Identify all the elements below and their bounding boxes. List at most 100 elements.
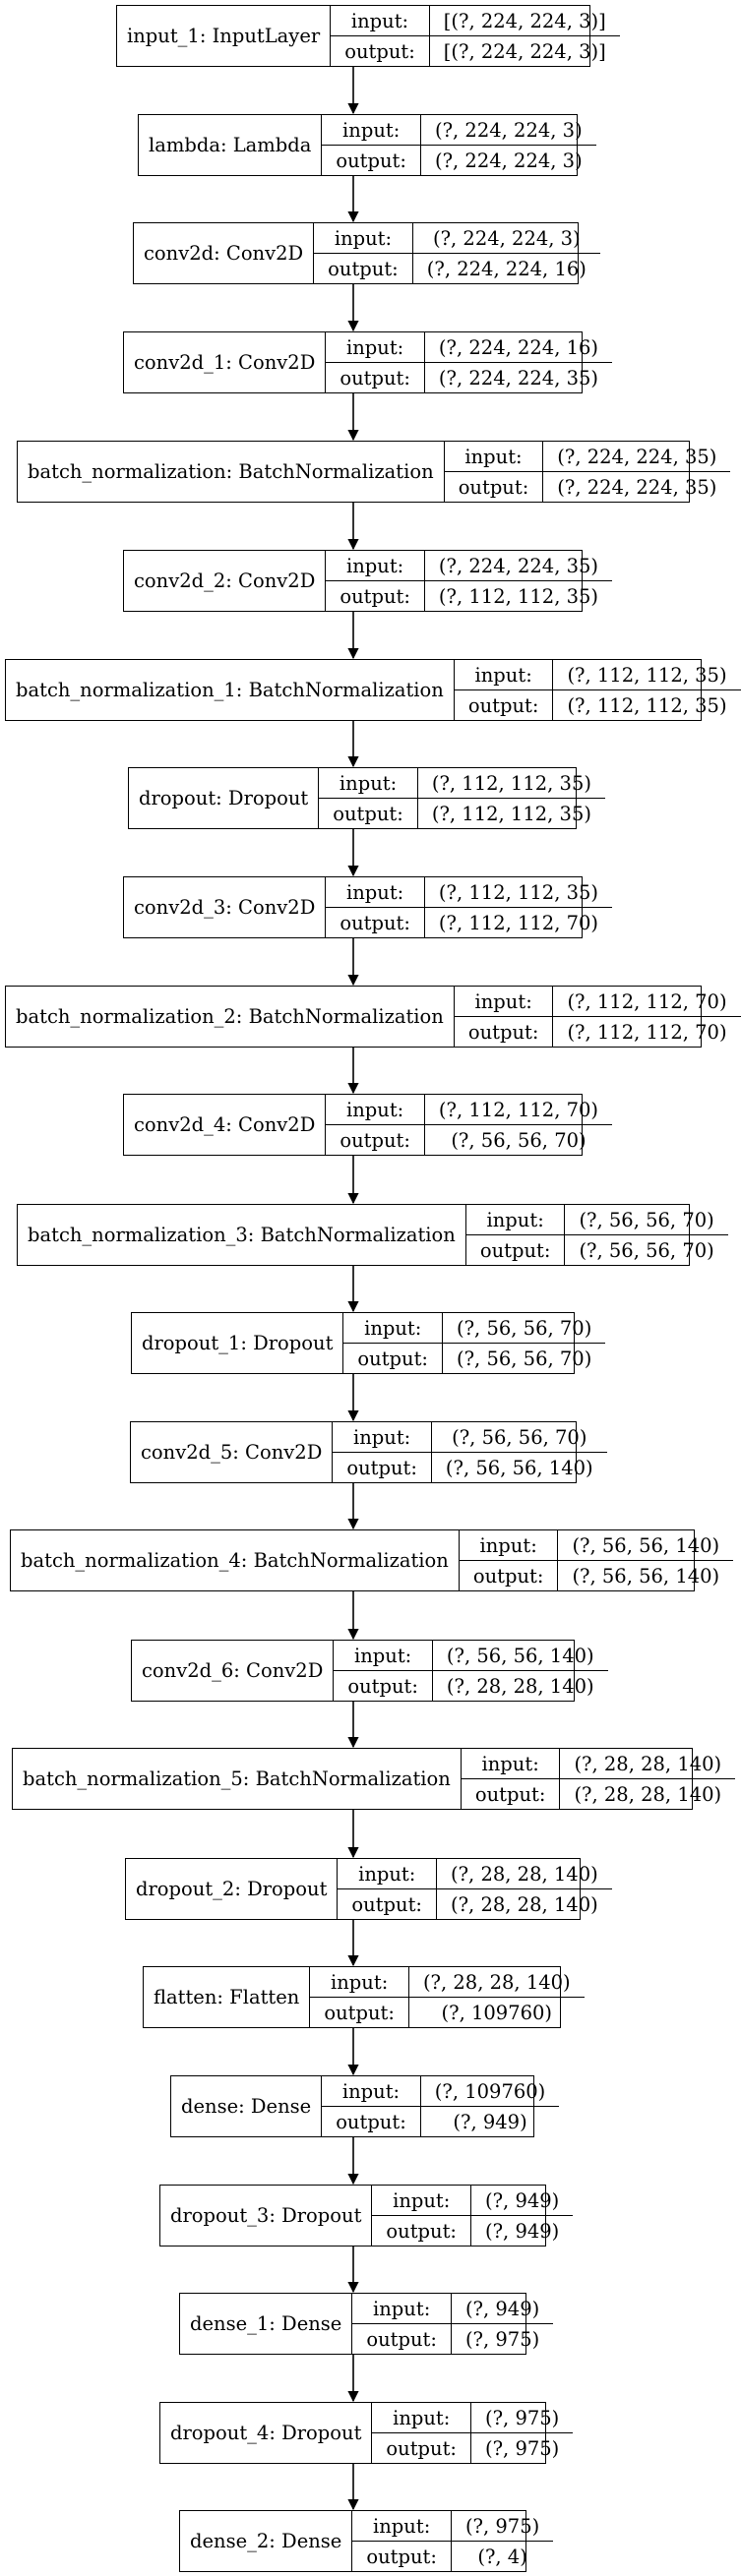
- layer-name: conv2d_4: Conv2D: [124, 1095, 327, 1155]
- shape-values: (?, 949)(?, 949): [471, 2186, 574, 2246]
- shape-values: (?, 112, 112, 35)(?, 112, 112, 70): [424, 877, 613, 937]
- shape-values: (?, 224, 224, 35) (?, 224, 224, 35): [543, 442, 731, 502]
- input-shape: (?, 28, 28, 140): [408, 1967, 585, 1998]
- shape-values: (?, 224, 224, 16)(?, 224, 224, 35): [424, 332, 613, 392]
- input-label: input:: [322, 115, 420, 146]
- output-label: output:: [366, 2327, 437, 2351]
- output-shape: (?, 224, 224, 35): [438, 366, 599, 389]
- output-shape: (?, 56, 56, 70): [457, 1347, 592, 1370]
- output-label: output:: [467, 1020, 539, 1044]
- output-shape: (?, 56, 56, 140): [572, 1564, 720, 1588]
- input-shape: (?, 56, 56, 140): [432, 1641, 608, 1671]
- port-labels: input:output:: [372, 2403, 471, 2463]
- output-shape: (?, 112, 112, 35): [567, 693, 727, 717]
- output-shape: (?, 975): [464, 2327, 540, 2351]
- output-shape: (?, 975): [485, 2436, 560, 2460]
- input-shape: [(?, 224, 224, 3)]: [429, 6, 620, 36]
- input-label: input:: [372, 2403, 470, 2433]
- input-label: input:: [334, 1641, 432, 1671]
- port-labels: input: output:: [322, 115, 421, 175]
- layer-name: dense_2: Dense: [180, 2511, 353, 2571]
- output-label: output:: [340, 1128, 410, 1152]
- output-shape: (?, 949): [485, 2219, 560, 2243]
- layer-name: conv2d_3: Conv2D: [124, 877, 327, 937]
- output-shape: (?, 28, 28, 140): [451, 1892, 598, 1916]
- port-labels: input:output:: [319, 768, 418, 828]
- layer-node: batch_normalization_4: BatchNormalizatio…: [10, 1529, 734, 1591]
- layer-node: batch_normalization_5: BatchNormalizatio…: [12, 1748, 736, 1810]
- input-shape: (?, 224, 224, 3): [420, 115, 596, 146]
- shape-values: (?, 224, 224, 3)(?, 224, 224, 3): [420, 115, 596, 175]
- input-shape: (?, 28, 28, 140): [560, 1749, 736, 1779]
- layer-name: conv2d_1: Conv2D: [124, 332, 327, 392]
- output-shape: (?, 112, 112, 35): [438, 584, 599, 608]
- output-label: output:: [328, 257, 399, 280]
- shape-values: (?, 28, 28, 140)(?, 28, 28, 140): [437, 1859, 612, 1919]
- output-label: output:: [366, 2545, 437, 2568]
- port-labels: input:output:: [459, 1530, 559, 1590]
- input-label: input:: [352, 2294, 451, 2324]
- shape-values: (?, 112, 112, 70)(?, 56, 56, 70): [424, 1095, 613, 1155]
- output-shape: (?, 112, 112, 70): [567, 1020, 727, 1044]
- input-label: input:: [326, 877, 424, 908]
- input-label: input:: [465, 1205, 565, 1235]
- input-shape: (?, 224, 224, 35): [543, 442, 731, 472]
- input-shape: (?, 56, 56, 140): [558, 1530, 734, 1561]
- input-shape: (?, 56, 56, 70): [443, 1313, 606, 1344]
- shape-values: (?, 56, 56, 140)(?, 28, 28, 140): [432, 1641, 608, 1701]
- input-shape: (?, 56, 56, 70): [431, 1422, 607, 1453]
- output-label: output:: [336, 2110, 406, 2133]
- output-shape: (?, 949): [453, 2110, 527, 2133]
- port-labels: input: output:: [352, 2294, 452, 2354]
- port-labels: input:output:: [343, 1313, 443, 1373]
- input-label: input:: [372, 2186, 470, 2216]
- layer-node: batch_normalization_3: BatchNormalizatio…: [17, 1204, 728, 1266]
- output-label: output:: [472, 1564, 544, 1588]
- shape-values: (?, 112, 112, 35)(?, 112, 112, 35): [553, 660, 741, 720]
- output-shape: (?, 224, 224, 16): [426, 257, 587, 280]
- output-shape: (?, 4): [477, 2545, 527, 2568]
- shape-values: (?, 949)(?, 975): [451, 2294, 554, 2354]
- output-label: output:: [479, 1238, 551, 1262]
- output-shape: (?, 56, 56, 140): [445, 1456, 593, 1479]
- output-shape: (?, 112, 112, 35): [431, 802, 591, 825]
- port-labels: input:output:: [326, 551, 425, 611]
- layer-name: lambda: Lambda: [139, 115, 323, 175]
- layer-name: dense: Dense: [171, 2076, 323, 2136]
- shape-values: (?, 56, 56, 70) (?, 56, 56, 140): [431, 1422, 607, 1482]
- input-label: input:: [444, 442, 543, 472]
- output-label: output:: [386, 2219, 457, 2243]
- output-label: output:: [344, 39, 415, 63]
- port-labels: input:output:: [334, 1641, 433, 1701]
- output-label: output:: [324, 2001, 395, 2024]
- input-shape: (?, 56, 56, 70): [565, 1205, 728, 1235]
- layer-node: batch_normalization_2: BatchNormalizatio…: [5, 986, 741, 1048]
- layer-name: dropout_3: Dropout: [160, 2186, 373, 2246]
- layer-node: batch_normalization_1: BatchNormalizatio…: [5, 659, 741, 721]
- output-label: output:: [336, 149, 406, 172]
- input-label: input:: [310, 1967, 408, 1998]
- output-shape: (?, 28, 28, 140): [574, 1782, 722, 1806]
- port-labels: input:output:: [331, 6, 430, 66]
- layer-name: dropout_4: Dropout: [160, 2403, 373, 2463]
- shape-values: (?, 56, 56, 70)(?, 56, 56, 70): [565, 1205, 728, 1265]
- output-shape: (?, 224, 224, 35): [557, 475, 717, 499]
- port-labels: input: output:: [465, 1205, 566, 1265]
- input-label: input:: [454, 660, 553, 690]
- port-labels: input:output:: [454, 987, 554, 1047]
- layer-name: conv2d_2: Conv2D: [124, 551, 327, 611]
- layer-name: dense_1: Dense: [180, 2294, 353, 2354]
- input-label: input:: [319, 768, 417, 799]
- shape-values: (?, 224, 224, 3)(?, 224, 224, 16): [412, 223, 600, 283]
